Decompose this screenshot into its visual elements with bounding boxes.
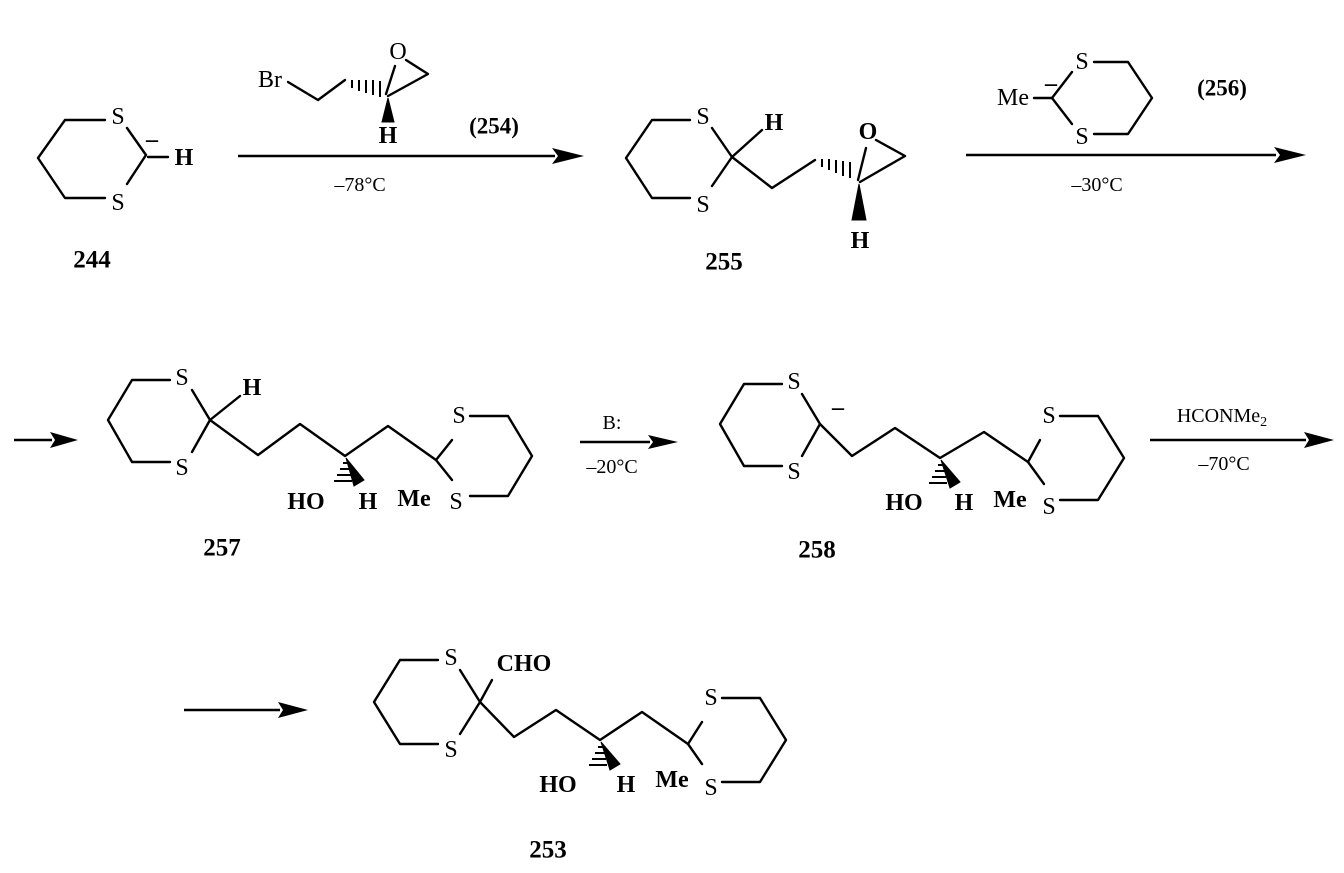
continuation-arrow-1 <box>14 432 78 448</box>
sulfur-atom: S <box>1042 403 1055 429</box>
step4-reagent-main: HCONMe <box>1177 405 1260 427</box>
side-chain <box>730 155 817 190</box>
reagent-256: Me – S S (256) <box>997 49 1247 150</box>
sulfur-atom: S <box>175 365 188 391</box>
compound-257: S S H HO H S S Me 257 <box>106 365 534 562</box>
bromine-label: Br <box>258 67 282 93</box>
hashed-bond <box>589 746 607 766</box>
dithiane-ring-left <box>106 378 212 464</box>
carbon-chain <box>208 418 438 462</box>
dithiane-ring-right <box>686 696 788 784</box>
wedge-bond <box>345 457 365 487</box>
sulfur-atom: S <box>704 685 717 711</box>
sulfur-atom: S <box>449 489 462 515</box>
sulfur-atom: S <box>111 104 124 130</box>
hydrogen-label: H <box>955 490 974 516</box>
sulfur-atom: S <box>1075 49 1088 75</box>
reagent-number-256: (256) <box>1197 76 1247 101</box>
wedge-bond <box>851 183 867 221</box>
sulfur-atom: S <box>444 737 457 763</box>
hydrogen-label: H <box>765 110 784 136</box>
hydroxyl-label: HO <box>287 489 324 515</box>
hydrogen-label: H <box>851 228 870 254</box>
compound-number-244: 244 <box>73 247 111 274</box>
hydrogen-label: H <box>359 489 378 515</box>
sulfur-atom: S <box>175 455 188 481</box>
sulfur-atom: S <box>787 459 800 485</box>
dithiane-ring-left <box>372 658 482 746</box>
sulfur-atom: S <box>452 403 465 429</box>
oxygen-label: O <box>859 119 878 145</box>
reaction-arrow-1: –78°C <box>238 148 584 196</box>
c-h-bond <box>730 128 764 159</box>
dithiane-ring <box>1050 60 1154 136</box>
oxygen-label: O <box>389 39 406 65</box>
hashed-bond <box>351 80 381 97</box>
compound-number-258: 258 <box>798 537 836 564</box>
carbon-chain <box>818 422 1030 464</box>
step3-base: B: <box>603 412 622 434</box>
hydrogen-label: H <box>379 123 398 149</box>
compound-number-253: 253 <box>529 837 567 864</box>
dithiane-ring <box>624 118 734 200</box>
continuation-arrow-2 <box>184 702 308 718</box>
sulfur-atom: S <box>787 369 800 395</box>
dithiane-ring-right <box>1026 414 1126 502</box>
carbon-chain <box>478 700 690 746</box>
hydrogen-label: H <box>175 145 194 171</box>
anion-charge: – <box>831 395 845 421</box>
hashed-bond <box>821 159 851 178</box>
wedge-bond <box>381 97 395 123</box>
sulfur-atom: S <box>444 645 457 671</box>
epoxide-ring <box>384 58 430 98</box>
reagent-254: Br O H (254) <box>258 39 519 149</box>
compound-255: S S H O H 255 <box>624 104 907 276</box>
compound-244: S S – H 244 <box>36 104 194 274</box>
step2-temperature: –30°C <box>1070 174 1122 196</box>
bromoethyl-chain <box>286 78 347 102</box>
step4-temperature: –70°C <box>1197 453 1249 475</box>
methyl-label: Me <box>993 487 1027 513</box>
step4-reagent: HCONMe2 <box>1177 405 1267 430</box>
hydroxyl-label: HO <box>539 772 576 798</box>
reaction-arrow-2: –30°C <box>966 147 1306 196</box>
reaction-arrow-3: B: –20°C <box>580 412 678 478</box>
methyl-label: Me <box>397 486 431 512</box>
wedge-bond <box>600 741 621 771</box>
sulfur-atom: S <box>1075 124 1088 150</box>
anion-charge: – <box>1044 71 1058 97</box>
dithiane-ring <box>36 118 148 200</box>
step1-temperature: –78°C <box>333 174 385 196</box>
reaction-arrow-4: HCONMe2 –70°C <box>1150 405 1334 475</box>
sulfur-atom: S <box>111 190 124 216</box>
step3-temperature: –20°C <box>585 456 637 478</box>
compound-number-255: 255 <box>705 249 743 276</box>
c-cho-bond <box>478 678 494 704</box>
anion-charge: – <box>145 127 159 153</box>
hydrogen-label: H <box>243 375 262 401</box>
dithiane-ring-left <box>718 382 822 468</box>
hydrogen-label: H <box>617 772 636 798</box>
compound-253: S S CHO HO H S S Me 253 <box>372 645 788 864</box>
c-h-bond <box>208 394 242 422</box>
sulfur-atom: S <box>704 775 717 801</box>
dithiane-ring-right <box>434 414 534 498</box>
methyl-label: Me <box>997 85 1029 111</box>
methyl-label: Me <box>655 767 689 793</box>
formyl-label: CHO <box>497 651 552 677</box>
sulfur-atom: S <box>696 192 709 218</box>
sulfur-atom: S <box>696 104 709 130</box>
epoxide-ring <box>856 138 907 184</box>
compound-number-257: 257 <box>203 535 241 562</box>
hydroxyl-label: HO <box>885 490 922 516</box>
step4-reagent-subscript: 2 <box>1260 415 1267 430</box>
reagent-number-254: (254) <box>469 114 519 139</box>
sulfur-atom: S <box>1042 494 1055 520</box>
compound-258: S S – HO H S S Me 258 <box>718 369 1126 564</box>
wedge-bond <box>940 459 961 489</box>
